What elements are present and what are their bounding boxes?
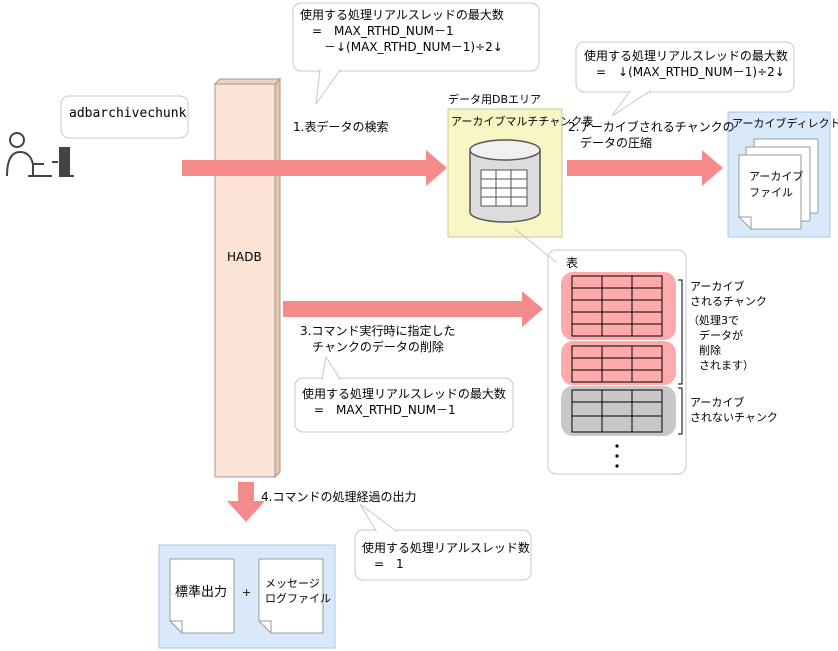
callout-2-bubble bbox=[575, 41, 795, 93]
callout-1-tail bbox=[315, 69, 341, 105]
callout-4-bubble bbox=[354, 529, 532, 581]
bracket-not-archived bbox=[678, 387, 683, 435]
step4-label: 4.コマンドの処理経過の出力 bbox=[261, 490, 417, 504]
archive-table-label: アーカイブマルチチャンク表 bbox=[451, 115, 594, 128]
step2-label: 2.アーカイブされるチャンクの データの圧縮 bbox=[568, 120, 735, 150]
arrow-step3 bbox=[283, 291, 543, 327]
callout-3-bubble bbox=[294, 377, 514, 433]
step1-label: 1.表データの検索 bbox=[293, 120, 389, 134]
archive-dir-label: アーカイブディレクトリ bbox=[732, 117, 838, 130]
callout-2-text: 使用する処理リアルスレッドの最大数 = ↓(MAX_RTHD_NUM－1)÷2↓ bbox=[584, 49, 788, 79]
callout-1-bubble bbox=[292, 2, 540, 72]
msglog-label: メッセージ ログファイル bbox=[265, 577, 331, 605]
callout-4-tail bbox=[359, 503, 398, 532]
archive-file-label: アーカイブ ファイル bbox=[749, 170, 804, 199]
plus-sign: + bbox=[242, 586, 252, 599]
callout-3-text: 使用する処理リアルスレッドの最大数 = MAX_RTHD_NUM－1 bbox=[302, 387, 506, 417]
archive-file-icon bbox=[738, 138, 819, 230]
arrow-step2 bbox=[567, 150, 723, 186]
arrow-step1 bbox=[182, 150, 447, 186]
chunk-archived-2 bbox=[561, 341, 676, 385]
hadb-pillar bbox=[213, 77, 282, 479]
callout-2-tail bbox=[611, 90, 652, 117]
database-icon bbox=[469, 139, 541, 223]
archived-chunk-label: アーカイブ されるチャンク bbox=[690, 280, 767, 308]
command-box bbox=[60, 95, 189, 139]
callout-3-tail bbox=[321, 355, 341, 380]
msglog-doc-icon bbox=[258, 558, 324, 634]
db-area-label: データ用DBエリア bbox=[448, 93, 542, 106]
step3-label: 3.コマンド実行時に指定した チャンクのデータの削除 bbox=[300, 324, 456, 354]
command-name: adbarchivechunk bbox=[69, 106, 187, 121]
chunk-not-archived bbox=[561, 386, 676, 436]
archived-chunk-note: （処理3で データが 削除 されます） bbox=[688, 314, 754, 372]
bracket-archived bbox=[678, 279, 683, 385]
callout-4-text: 使用する処理リアルスレッド数 = 1 bbox=[362, 541, 530, 571]
table-panel-pointer bbox=[514, 228, 557, 263]
callout-1-text: 使用する処理リアルスレッドの最大数 = MAX_RTHD_NUM－1 －↓(MA… bbox=[300, 8, 504, 54]
stdout-doc-icon bbox=[169, 558, 235, 634]
not-archived-chunk-label: アーカイブ されないチャンク bbox=[690, 396, 778, 424]
chunk-archived-1 bbox=[561, 272, 676, 340]
stdout-label: 標準出力 bbox=[175, 585, 228, 600]
more-chunks-dots bbox=[615, 444, 619, 468]
user-icon bbox=[6, 132, 74, 177]
hadb-label: HADB bbox=[227, 250, 262, 264]
table-label: 表 bbox=[566, 256, 579, 270]
arrow-step4 bbox=[227, 482, 265, 522]
